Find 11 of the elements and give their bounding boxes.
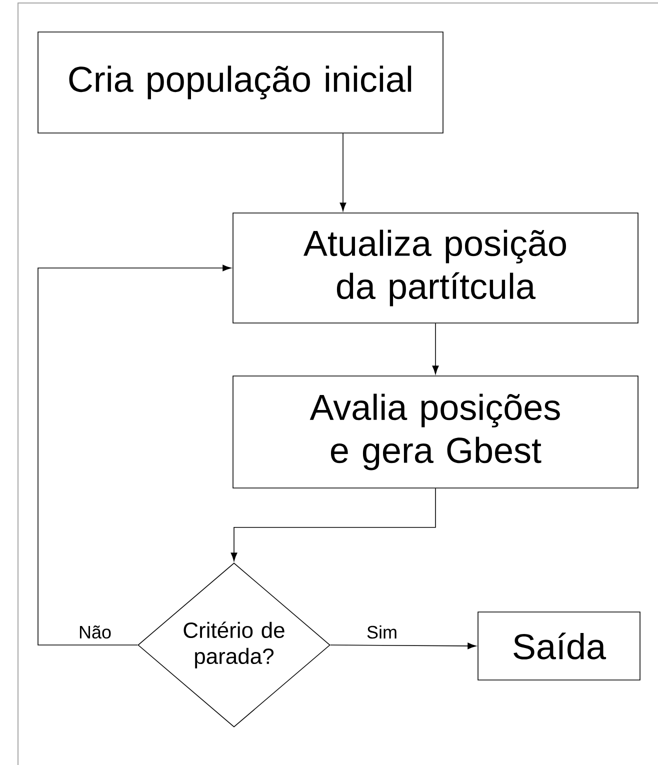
edge-label: Sim bbox=[366, 624, 398, 640]
process-box: Atualiza posição da partítcula bbox=[232, 212, 638, 324]
process-box: Avalia posições e gera Gbest bbox=[232, 376, 638, 488]
arrow bbox=[330, 642, 476, 650]
process-box: Saída bbox=[478, 612, 640, 680]
process-box: Cria população inicial bbox=[38, 32, 444, 134]
arrow bbox=[340, 133, 346, 212]
edge-label: Não bbox=[78, 624, 112, 640]
arrow bbox=[432, 323, 439, 374]
arrow bbox=[38, 264, 232, 646]
arrow bbox=[230, 488, 436, 562]
